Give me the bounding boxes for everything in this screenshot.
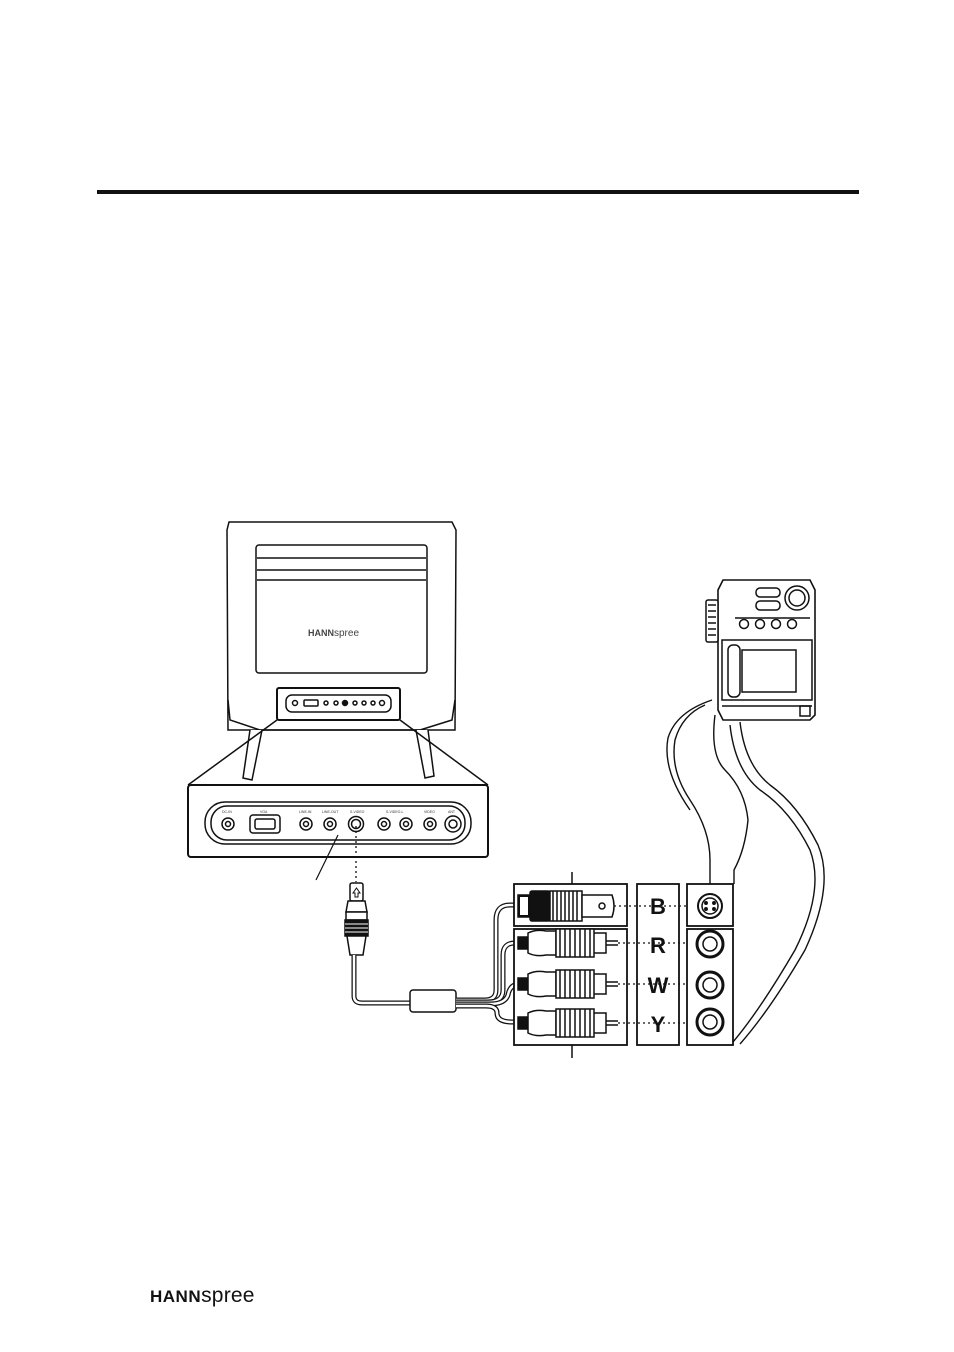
cable-outer	[351, 955, 411, 1006]
port-label: LINE-IN	[299, 810, 312, 814]
rca-plug-red	[517, 928, 618, 958]
letter-b: B	[650, 894, 666, 919]
pointer-line	[315, 834, 339, 881]
svideo-plug-right	[517, 890, 615, 922]
rca-plug-yellow	[517, 1008, 618, 1038]
port-label: LINE-OUT	[322, 810, 339, 814]
letter-w: W	[648, 973, 669, 998]
split-cables	[456, 902, 521, 1025]
letter-y: Y	[651, 1012, 666, 1037]
footer-brand-logo: HANNspree	[150, 1282, 255, 1308]
brand-bold: HANN	[150, 1287, 202, 1306]
tv-logo-light: spree	[334, 628, 359, 639]
ferrite-core	[409, 989, 457, 1013]
port-labels: DC-IN VGA LINE-IN LINE-OUT S-VIDEO S-VID…	[222, 810, 456, 814]
port-label: S-VIDEO-L	[386, 810, 404, 814]
tv-port-panel-zoom	[187, 784, 489, 858]
color-code-letters: B R W Y	[648, 894, 669, 1037]
brand-light: spree	[201, 1284, 255, 1307]
camcorder-illustration	[705, 579, 816, 721]
port-label: VGA	[260, 810, 268, 814]
port-label: ANT	[448, 810, 456, 814]
port-label: S-VIDEO	[350, 810, 365, 814]
port-label: VIDEO	[424, 810, 435, 814]
camcorder-cables	[666, 699, 825, 1045]
svideo-plug-left	[344, 882, 369, 956]
jack-boxes	[686, 883, 734, 1046]
rca-plug-white	[517, 969, 618, 999]
tv-illustration: HANN spree	[187, 521, 489, 786]
tv-logo-bold: HANN	[308, 628, 334, 638]
letter-r: R	[650, 933, 666, 958]
header-rule	[97, 190, 859, 194]
port-label: DC-IN	[222, 810, 232, 814]
color-code-box	[636, 883, 680, 1046]
